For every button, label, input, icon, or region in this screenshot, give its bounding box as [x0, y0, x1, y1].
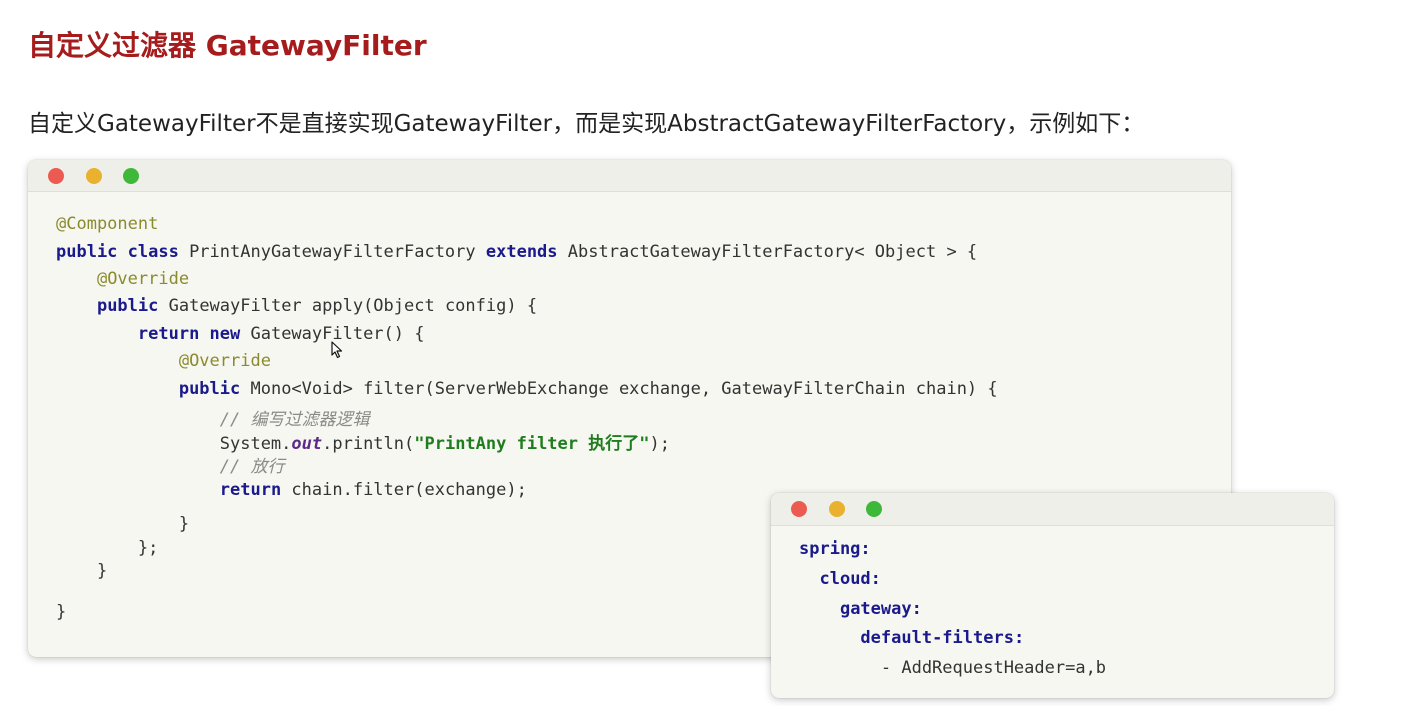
code-token: GatewayFilter() { — [240, 324, 425, 344]
code-token: ); — [649, 434, 670, 454]
code-line: @Override — [56, 267, 189, 291]
code-line: } — [56, 512, 189, 536]
code-token: public — [96, 296, 159, 316]
code-token — [799, 628, 860, 648]
intro-text: 自定义GatewayFilter不是直接实现GatewayFilter，而是实现… — [28, 111, 1145, 137]
code-token — [56, 269, 97, 289]
yaml-line: gateway: — [799, 597, 922, 621]
code-line: public GatewayFilter apply(Object config… — [56, 294, 537, 318]
code-token: "PrintAny filter 执行了" — [414, 434, 650, 454]
code-token — [56, 457, 220, 477]
code-token — [56, 480, 220, 500]
code-token: spring: — [799, 539, 871, 559]
code-token: @Component — [56, 214, 159, 234]
code-token: // 放行 — [219, 457, 285, 477]
code-token: @Override — [178, 351, 271, 371]
code-token: public class — [56, 242, 179, 262]
code-token — [56, 379, 179, 399]
code-line: public class PrintAnyGatewayFilterFactor… — [56, 240, 977, 264]
yaml-line: - AddRequestHeader=a,b — [799, 656, 1106, 680]
code-line: System.out.println("PrintAny filter 执行了"… — [56, 432, 670, 456]
code-token: GatewayFilter apply(Object config) { — [158, 296, 538, 316]
yellow-dot-icon — [86, 168, 102, 184]
window-title-bar — [28, 160, 1231, 192]
yaml-line: spring: — [799, 537, 871, 561]
code-token — [56, 324, 138, 344]
code-token: Mono<Void> filter(ServerWebExchange exch… — [240, 379, 998, 399]
code-token: // 编写过滤器逻辑 — [219, 410, 370, 430]
code-line: @Override — [56, 349, 271, 373]
code-token: cloud: — [819, 569, 881, 589]
code-token: return — [219, 480, 282, 500]
code-token — [56, 410, 220, 430]
code-token: }; — [56, 538, 159, 558]
red-dot-icon — [791, 501, 807, 517]
yaml-line: cloud: — [799, 567, 881, 591]
yaml-line: default-filters: — [799, 626, 1024, 650]
code-token: .println( — [322, 434, 415, 454]
code-token: gateway: — [839, 599, 922, 619]
code-token: @Override — [96, 269, 190, 289]
code-token — [799, 569, 819, 589]
code-token: } — [56, 561, 108, 581]
java-code-window: @Component public class PrintAnyGatewayF… — [28, 160, 1231, 657]
code-line: public Mono<Void> filter(ServerWebExchan… — [56, 377, 998, 401]
code-line: } — [56, 559, 107, 583]
code-token: } — [56, 514, 190, 534]
code-line: return chain.filter(exchange); — [56, 478, 527, 502]
code-token: default-filters: — [860, 628, 1025, 648]
window-title-bar — [771, 493, 1334, 526]
code-token: return new — [137, 324, 241, 344]
code-token: chain.filter(exchange); — [281, 480, 527, 500]
code-line: }; — [56, 536, 158, 560]
code-token: - AddRequestHeader=a,b — [799, 658, 1107, 678]
code-token: PrintAnyGatewayFilterFactory — [178, 242, 486, 262]
mouse-cursor-icon — [331, 341, 343, 359]
code-token: extends — [485, 242, 558, 262]
code-token: out — [291, 434, 323, 454]
code-token — [799, 599, 840, 619]
yellow-dot-icon — [829, 501, 845, 517]
code-line: @Component — [56, 212, 158, 236]
red-dot-icon — [48, 168, 64, 184]
code-token: AbstractGatewayFilterFactory< Object > { — [557, 242, 978, 262]
yaml-config-window: spring: cloud: gateway: default-filters:… — [771, 493, 1334, 698]
code-line: } — [56, 600, 66, 624]
code-token — [56, 296, 97, 316]
code-token: public — [178, 379, 241, 399]
green-dot-icon — [866, 501, 882, 517]
code-token: } — [56, 602, 67, 622]
green-dot-icon — [123, 168, 139, 184]
page-title: 自定义过滤器 GatewayFilter — [28, 29, 427, 62]
code-line: return new GatewayFilter() { — [56, 322, 425, 346]
code-token: System. — [56, 434, 292, 454]
code-line: // 放行 — [56, 455, 285, 479]
code-token — [56, 351, 179, 371]
code-line: // 编写过滤器逻辑 — [56, 408, 370, 432]
